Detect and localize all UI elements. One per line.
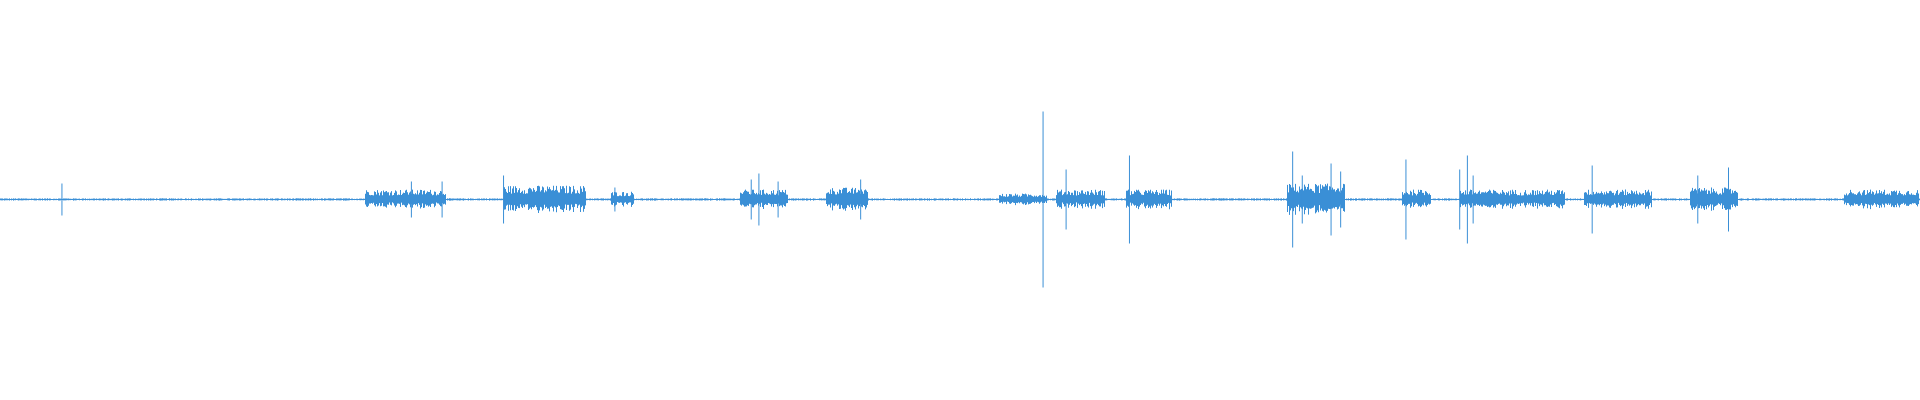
waveform-signal: [0, 183, 1920, 215]
waveform-peaks: [61, 111, 1729, 288]
